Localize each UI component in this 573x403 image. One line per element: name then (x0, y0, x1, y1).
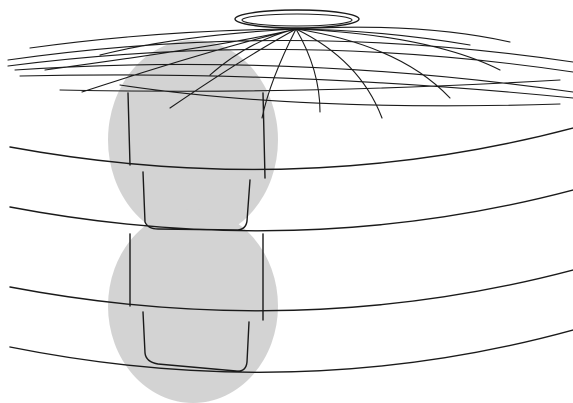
layer-lines (10, 128, 573, 372)
fiber-7 (296, 29, 450, 98)
arc-2 (8, 49, 573, 72)
lower-highlight-oval (108, 209, 278, 403)
arc-4 (20, 75, 573, 98)
top-fiber-arcs (8, 40, 573, 105)
ring-outer (235, 10, 359, 28)
band-line-1 (10, 128, 573, 169)
band-line-3 (10, 270, 573, 311)
fiber-5 (296, 29, 320, 112)
band-line-2 (10, 190, 573, 231)
band-line-4 (10, 330, 573, 372)
ring-inner (242, 14, 352, 26)
arc-1 (8, 40, 573, 62)
central-ring (235, 10, 359, 28)
